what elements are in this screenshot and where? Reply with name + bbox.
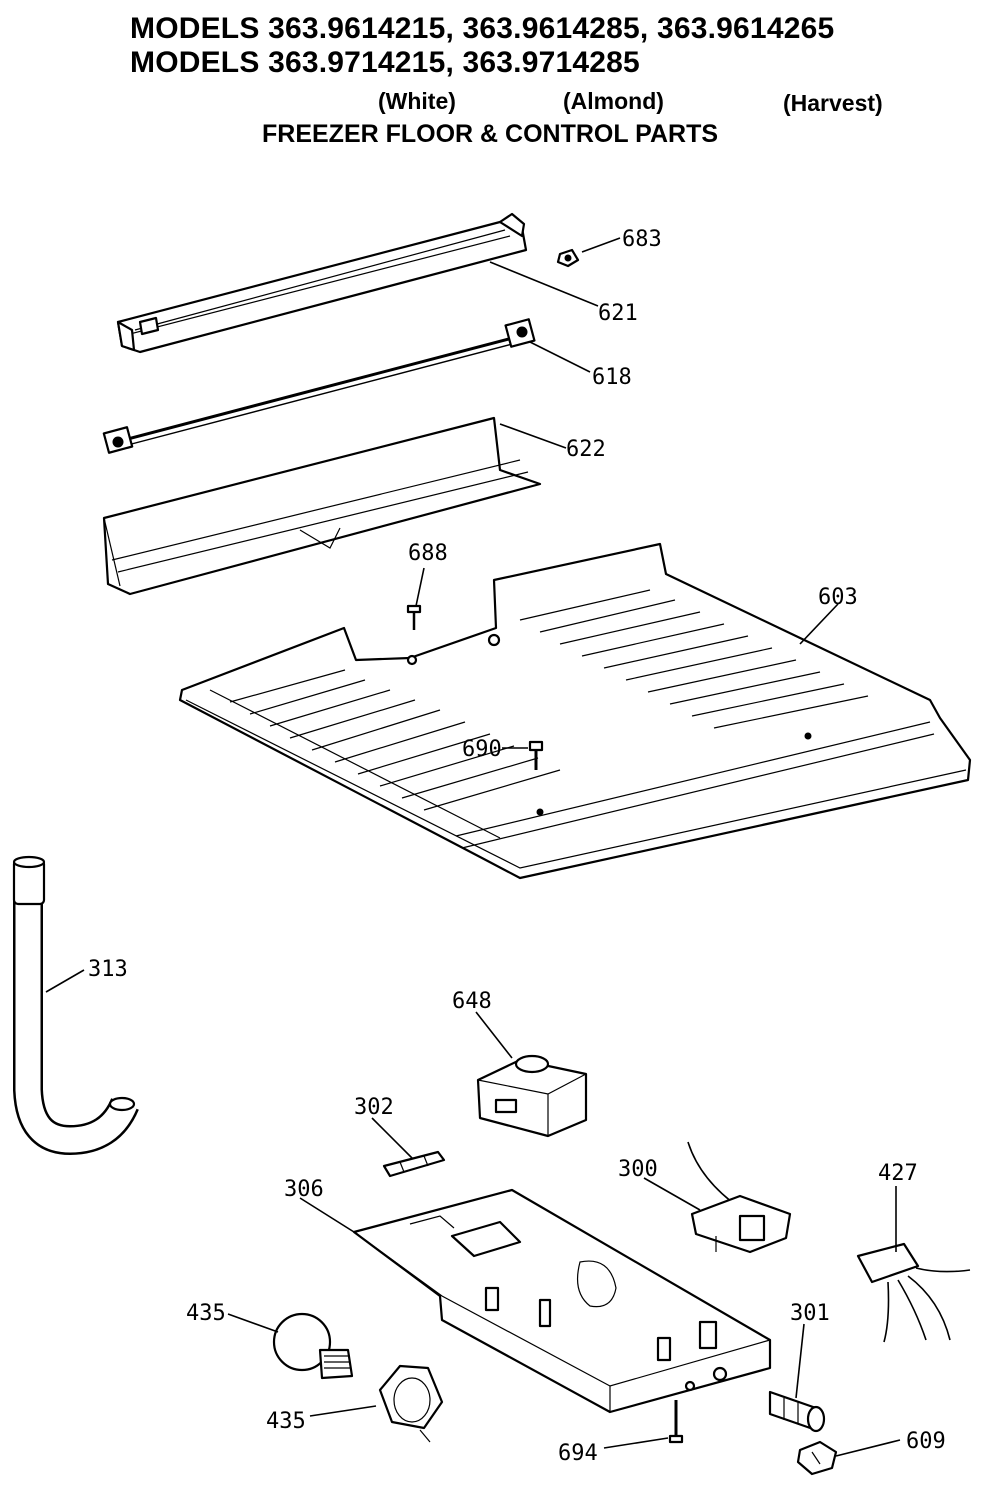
section-title: FREEZER FLOOR & CONTROL PARTS <box>262 120 719 148</box>
label-306: 306 <box>284 1177 324 1202</box>
part-622-trough <box>102 416 542 596</box>
label-648: 648 <box>452 989 492 1014</box>
label-618: 618 <box>592 365 632 390</box>
part-690-screw <box>528 740 544 770</box>
part-306-housing <box>352 1188 772 1414</box>
part-302-pin <box>382 1150 446 1178</box>
part-313-tube <box>12 855 139 1156</box>
label-621: 621 <box>598 301 638 326</box>
part-683-nut <box>556 248 580 268</box>
label-690: 690 <box>462 737 502 762</box>
part-688-screw <box>406 604 422 630</box>
part-427-connector <box>856 1242 971 1343</box>
part-301-plug <box>768 1390 826 1433</box>
models-line-2: MODELS 363.9714215, 363.9714285 <box>130 46 640 79</box>
label-688: 688 <box>408 541 448 566</box>
part-694-screw <box>668 1400 684 1444</box>
part-648-timer <box>476 1054 588 1138</box>
models-line-1: MODELS 363.9614215, 363.9614285, 363.961… <box>130 12 835 45</box>
label-427: 427 <box>878 1161 918 1186</box>
label-435-socket: 435 <box>266 1409 306 1434</box>
label-300: 300 <box>618 1157 658 1182</box>
part-435-bulb <box>272 1312 354 1380</box>
color-almond: (Almond) <box>563 88 664 114</box>
label-603: 603 <box>818 585 858 610</box>
label-622: 622 <box>566 437 606 462</box>
label-301: 301 <box>790 1301 830 1326</box>
color-harvest: (Harvest) <box>783 90 883 116</box>
part-435-socket <box>378 1364 444 1443</box>
part-618-heater <box>102 318 536 454</box>
label-313: 313 <box>88 957 128 982</box>
part-609-clip <box>796 1440 838 1476</box>
part-621-rail <box>116 212 528 354</box>
label-609: 609 <box>906 1429 946 1454</box>
part-603-floor <box>178 542 972 880</box>
part-300-switch <box>687 1141 792 1254</box>
label-302: 302 <box>354 1095 394 1120</box>
label-694: 694 <box>558 1441 598 1466</box>
label-683: 683 <box>622 227 662 252</box>
color-white: (White) <box>378 88 456 114</box>
leader-lines <box>45 237 901 1457</box>
label-435-bulb: 435 <box>186 1301 226 1326</box>
